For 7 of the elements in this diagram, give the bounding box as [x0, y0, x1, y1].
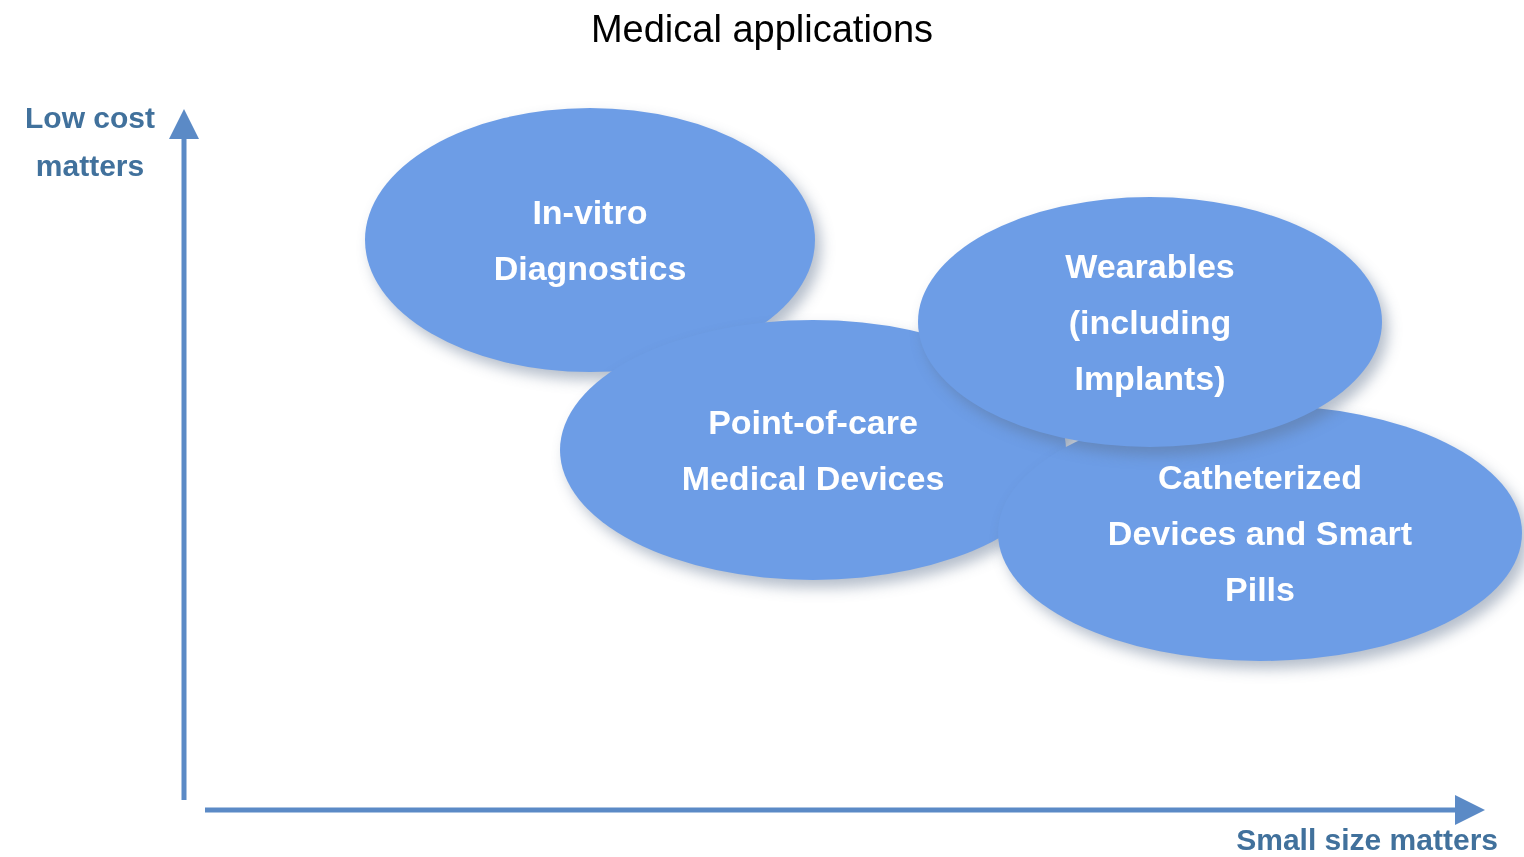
category-label: Point-of-care Medical Devices: [680, 402, 946, 499]
category-label: Wearables (including Implants): [1064, 246, 1236, 399]
x-axis-label: Small size matters: [1235, 822, 1498, 857]
y-axis-label: Low cost matters: [24, 100, 156, 184]
category-label: Catheterized Devices and Smart Pills: [1106, 457, 1414, 610]
diagram-title: Medical applications: [589, 8, 935, 51]
category-label: In-vitro Diagnostics: [492, 192, 688, 289]
